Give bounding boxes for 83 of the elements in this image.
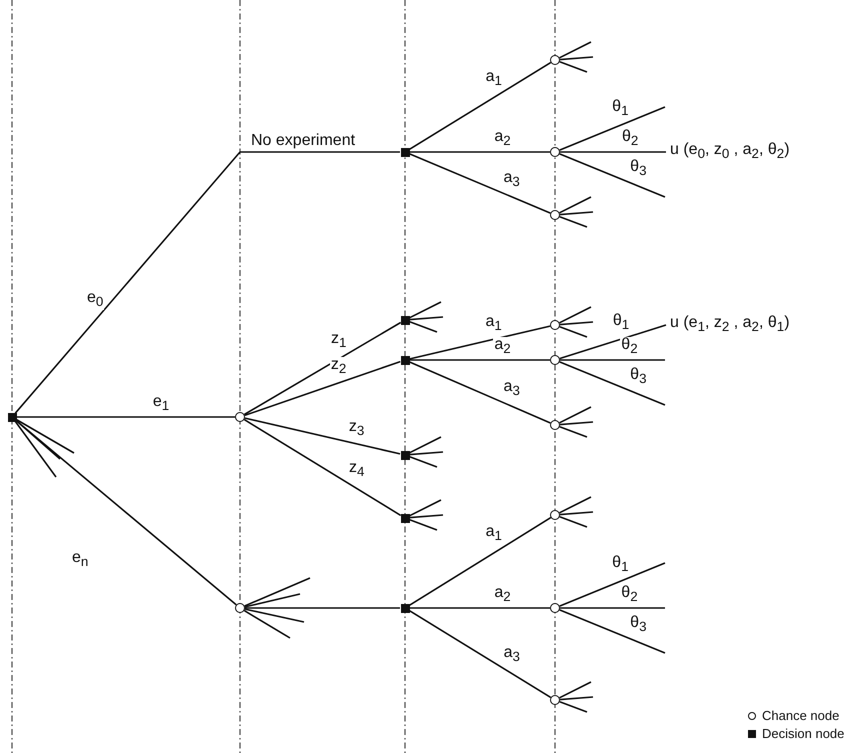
- branch-line: [408, 516, 552, 606]
- chance-node: [235, 603, 245, 613]
- edge-label: e$_{0}$: [86, 290, 104, 310]
- branch-line: [410, 514, 444, 518]
- branch-line: [244, 577, 310, 607]
- branch-line: [244, 360, 401, 416]
- chance-node: [550, 420, 560, 430]
- branch-line: [410, 359, 550, 361]
- branch-line: [559, 361, 666, 406]
- chance-node: [550, 510, 560, 520]
- branch-line: [560, 359, 665, 361]
- chance-node: [550, 55, 560, 65]
- branch-line: [559, 406, 592, 424]
- branch-line: [559, 701, 588, 713]
- branch-line: [409, 321, 438, 333]
- branch-line: [408, 610, 552, 698]
- branch-line: [560, 324, 666, 360]
- branch-line: [409, 301, 442, 319]
- branch-line: [409, 456, 438, 468]
- branch-line: [244, 608, 304, 623]
- branch-line: [559, 681, 592, 699]
- branch-line: [14, 420, 57, 478]
- branch-line: [559, 196, 592, 214]
- branch-line: [560, 211, 594, 216]
- branch-line: [409, 436, 442, 454]
- branch-line: [560, 607, 665, 609]
- chance-node: [550, 603, 560, 613]
- branch-line: [409, 361, 551, 424]
- branch-line: [560, 151, 666, 153]
- chance-node: [550, 695, 560, 705]
- branch-line: [559, 306, 592, 324]
- branch-line: [559, 61, 588, 73]
- branch-line: [244, 610, 290, 639]
- branch-line: [559, 609, 666, 654]
- utility-expression: u (e$_{1}$, z$_{2}$ , a$_{2}$, θ$_{1}$): [670, 314, 790, 336]
- branch-line: [410, 325, 550, 360]
- chance-node: [550, 147, 560, 157]
- branch-line: [559, 516, 588, 528]
- branch-line: [560, 421, 594, 426]
- decision-node: [400, 148, 410, 156]
- branch-line: [559, 426, 588, 438]
- branch-line: [559, 41, 592, 59]
- branch-line: [410, 451, 444, 456]
- branch-line: [559, 153, 666, 198]
- decision-node: [8, 412, 16, 422]
- branch-line: [410, 607, 550, 609]
- branch-line: [559, 216, 588, 228]
- branch-line: [244, 418, 402, 516]
- branch-line: [409, 519, 438, 531]
- branch-line: [560, 696, 594, 700]
- branch-line: [14, 151, 400, 414]
- chance-node: [550, 210, 560, 220]
- branch-line: [245, 607, 400, 609]
- chance-node: [550, 320, 560, 330]
- legend-text: Chance node: [762, 708, 840, 724]
- branch-line: [560, 56, 594, 60]
- branch-line: [409, 153, 551, 214]
- chance-node: [235, 412, 245, 422]
- branch-line: [409, 499, 442, 517]
- branch-line: [410, 316, 444, 320]
- branch-line: [559, 106, 666, 151]
- branch-line: [17, 416, 235, 418]
- chance-node: [550, 355, 560, 365]
- branch-line: [560, 511, 594, 516]
- branch-caption: No experiment: [250, 133, 356, 149]
- branch-line: [15, 420, 61, 460]
- branch-line: [16, 418, 74, 454]
- legend-text: Decision node: [762, 726, 844, 742]
- branch-line: [559, 562, 666, 607]
- branch-line: [559, 326, 588, 338]
- decision-node: [400, 604, 410, 612]
- decision-node: [400, 450, 410, 460]
- utility-expression: u (e$_{0}$, z$_{0}$ , a$_{2}$, θ$_{2}$): [670, 141, 790, 164]
- branch-line: [244, 322, 402, 416]
- branch-line: [408, 62, 552, 150]
- branch-line: [244, 417, 400, 455]
- decision-node: [400, 316, 410, 324]
- branch-line: [559, 496, 592, 514]
- branch-line: [560, 321, 594, 326]
- decision-node: [400, 356, 410, 364]
- branch-line: [244, 593, 300, 608]
- decision-node: [400, 514, 410, 522]
- branch-line: [410, 151, 550, 153]
